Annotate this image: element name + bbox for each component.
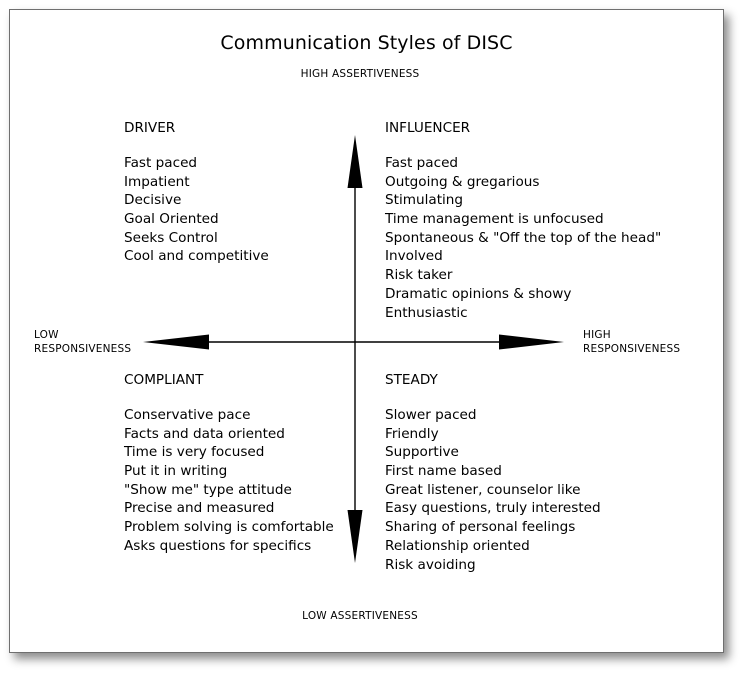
arrow-right-icon (499, 334, 564, 350)
diagram-card: Communication Styles of DISC HIGH ASSERT… (9, 9, 724, 653)
arrow-down-icon (347, 510, 363, 563)
trait-item: Stimulating (385, 192, 464, 209)
trait-item: Sharing of personal feelings (385, 519, 576, 536)
trait-item: Dramatic opinions & showy (385, 285, 572, 302)
trait-item: Risk taker (385, 267, 453, 284)
quadrant-heading: STEADY (385, 372, 438, 388)
trait-item: Precise and measured (124, 500, 275, 517)
trait-item: Conservative pace (124, 407, 251, 423)
axis-label-low-responsiveness: LOW RESPONSIVENESS (34, 328, 131, 356)
trait-item: Friendly (385, 425, 439, 442)
trait-item: "Show me" type attitude (124, 481, 292, 498)
trait-item: Outgoing & gregarious (385, 173, 540, 190)
quadrant-compliant: COMPLIANT Conservative pace Facts and da… (124, 369, 334, 556)
diagram-title: Communication Styles of DISC (220, 32, 513, 54)
trait-item: Slower paced (385, 407, 477, 423)
quadrant-heading: COMPLIANT (124, 372, 204, 388)
trait-item: Fast paced (385, 155, 459, 171)
trait-item: Seeks Control (124, 229, 218, 246)
trait-list: Fast paced Impatient Decisive Goal Orien… (124, 154, 269, 266)
axis-label-line: LOW (34, 329, 59, 341)
quadrant-steady: STEADY Slower paced Friendly Supportive … (385, 369, 601, 574)
trait-item: Asks questions for specifics (124, 537, 312, 554)
quadrant-heading: DRIVER (124, 120, 176, 136)
trait-item: Put it in writing (124, 463, 228, 480)
axis-label-high-responsiveness: HIGH RESPONSIVENESS (583, 328, 680, 356)
trait-item: Involved (385, 248, 443, 265)
trait-item: Facts and data oriented (124, 425, 285, 442)
axis-label-low-assertiveness: LOW ASSERTIVENESS (302, 610, 418, 622)
trait-item: Spontaneous & "Off the top of the head" (385, 229, 662, 246)
trait-list: Slower paced Friendly Supportive First n… (385, 406, 601, 574)
trait-item: Fast paced (124, 155, 198, 171)
axis-label-line: RESPONSIVENESS (34, 343, 132, 355)
trait-item: Risk avoiding (385, 556, 476, 573)
arrow-up-icon (347, 135, 363, 188)
quadrant-driver: DRIVER Fast paced Impatient Decisive Goa… (124, 117, 269, 266)
trait-list: Fast paced Outgoing & gregarious Stimula… (385, 154, 661, 322)
trait-item: First name based (385, 463, 502, 480)
quadrant-axes (143, 135, 564, 563)
trait-item: Cool and competitive (124, 248, 269, 265)
trait-item: Problem solving is comfortable (124, 519, 334, 536)
trait-item: Easy questions, truly interested (385, 500, 601, 517)
trait-item: Supportive (385, 444, 459, 461)
quadrant-heading: INFLUENCER (385, 120, 471, 136)
quadrant-influencer: INFLUENCER Fast paced Outgoing & gregari… (385, 117, 661, 322)
trait-item: Relationship oriented (385, 537, 530, 554)
trait-item: Decisive (124, 192, 182, 209)
trait-list: Conservative pace Facts and data oriente… (124, 406, 334, 556)
axis-label-line: HIGH (583, 329, 611, 341)
arrow-left-icon (143, 334, 209, 350)
trait-item: Enthusiastic (385, 304, 468, 321)
axis-label-line: RESPONSIVENESS (583, 343, 681, 355)
axis-label-high-assertiveness: HIGH ASSERTIVENESS (300, 68, 420, 80)
trait-item: Time is very focused (124, 444, 265, 461)
trait-item: Great listener, counselor like (385, 481, 581, 498)
trait-item: Goal Oriented (124, 211, 219, 228)
trait-item: Impatient (124, 173, 190, 190)
trait-item: Time management is unfocused (385, 211, 604, 228)
